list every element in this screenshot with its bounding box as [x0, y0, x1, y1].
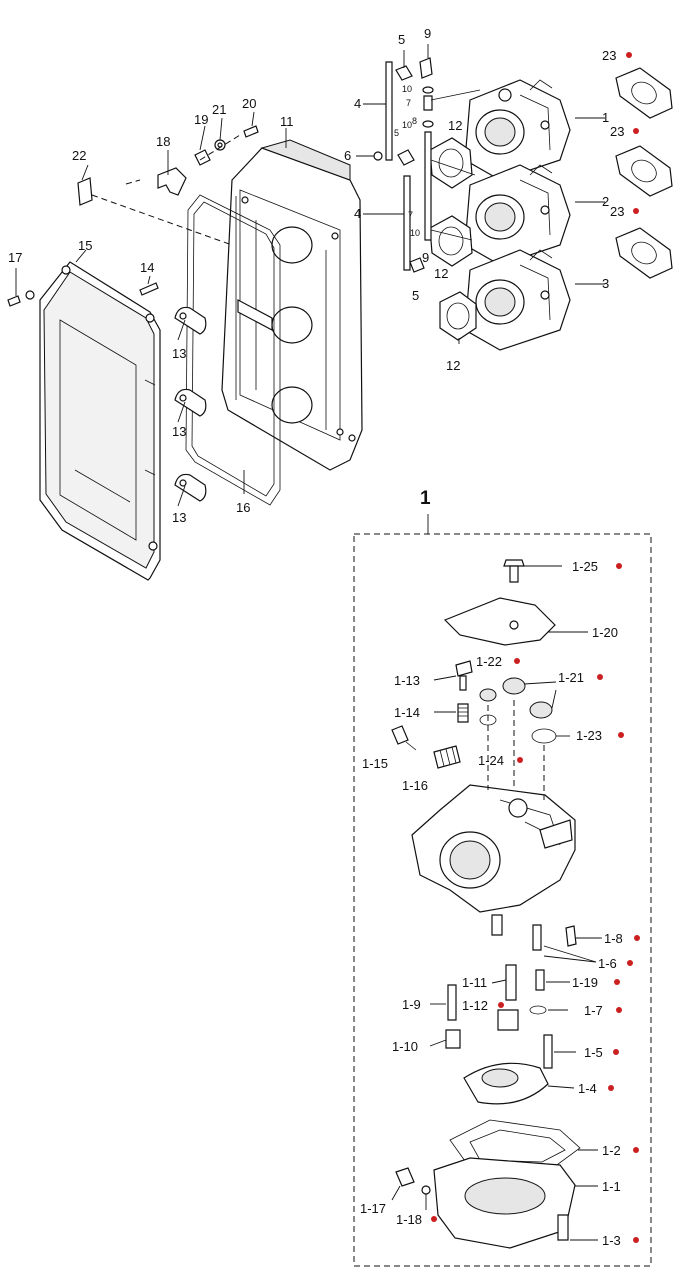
detail-label: 1-15: [362, 756, 388, 771]
upper-callout-labels: 1 2 3 4 4 5 5 5 6 7 7 8 9 9 10 10 10 11 …: [8, 26, 624, 525]
callout-label: 13: [172, 510, 186, 525]
callout-label: 22: [72, 148, 86, 163]
bracket-13-drawings: [174, 306, 207, 502]
callout-label: 2: [602, 194, 609, 209]
detail-label: 1-10: [392, 1039, 418, 1054]
callout-label: 10: [402, 84, 412, 94]
callout-label: 13: [172, 424, 186, 439]
detail-label: 1-16: [402, 778, 428, 793]
callout-label: 23: [610, 204, 624, 219]
detail-label: 1-23: [576, 728, 602, 743]
detail-label: 1-18: [396, 1212, 422, 1227]
detail-panel: [353, 514, 652, 1267]
callout-label: 12: [446, 358, 460, 373]
carburetor-stack-drawing: [464, 79, 571, 351]
callout-label: 7: [408, 210, 413, 220]
detail-label: 1-21: [558, 670, 584, 685]
detail-label: 1-4: [578, 1081, 597, 1096]
callout-label: 11: [280, 114, 294, 129]
callout-label: 19: [194, 112, 208, 127]
callout-label: 7: [406, 98, 411, 108]
detail-label: 1-5: [584, 1045, 603, 1060]
callout-label: 14: [140, 260, 154, 275]
detail-label: 1-24: [478, 753, 504, 768]
callout-label: 5: [412, 288, 419, 303]
detail-label: 1-7: [584, 1003, 603, 1018]
callout-label: 18: [156, 134, 170, 149]
detail-label: 1-17: [360, 1201, 386, 1216]
detail-label: 1-13: [394, 673, 420, 688]
callout-label: 12: [448, 118, 462, 133]
linkage-drawing: [373, 57, 481, 273]
callout-label: 1: [602, 110, 609, 125]
callout-label: 5: [394, 128, 399, 138]
detail-label: 1-3: [602, 1233, 621, 1248]
callout-label: 5: [398, 32, 405, 47]
callout-label: 4: [354, 96, 361, 111]
small-fasteners-drawing: [7, 125, 259, 307]
callout-label: 15: [78, 238, 92, 253]
carb-gasket-12-drawings: [429, 137, 477, 341]
detail-replaceable-markers: [431, 563, 640, 1243]
callout-label: 10: [402, 120, 412, 130]
callout-label: 3: [602, 276, 609, 291]
detail-label: 1-19: [572, 975, 598, 990]
callout-label: 8: [412, 116, 417, 126]
callout-label: 9: [422, 250, 429, 265]
detail-label: 1-11: [462, 975, 487, 990]
detail-callout-labels: 1-25 1-20 1-22 1-21 1-13 1-14 1-23 1-15 …: [360, 559, 623, 1248]
callout-label: 6: [344, 148, 351, 163]
callout-label: 13: [172, 346, 186, 361]
callout-label: 23: [602, 48, 616, 63]
callout-label: 10: [410, 228, 420, 238]
silencer-gasket-drawing: [185, 194, 281, 506]
detail-label: 1-25: [572, 559, 598, 574]
detail-label: 1-12: [462, 998, 488, 1013]
detail-label: 1-14: [394, 705, 420, 720]
callout-label: 17: [8, 250, 22, 265]
upper-replaceable-markers: [626, 52, 639, 214]
callout-label: 12: [434, 266, 448, 281]
callout-label: 4: [354, 206, 361, 221]
front-cover-drawing: [39, 261, 161, 581]
detail-label: 1-20: [592, 625, 618, 640]
gasket-23-drawings: [615, 67, 673, 279]
detail-label: 1-9: [402, 997, 421, 1012]
callout-label: 21: [212, 102, 226, 117]
intake-silencer-drawing: [221, 139, 363, 471]
callout-label: 16: [236, 500, 250, 515]
callout-label: 9: [424, 26, 431, 41]
detail-label: 1-2: [602, 1143, 621, 1158]
upper-leader-lines: [15, 44, 605, 507]
callout-label: 23: [610, 124, 624, 139]
detail-label: 1-8: [604, 931, 623, 946]
detail-label: 1-1: [602, 1179, 621, 1194]
detail-panel-title: 1: [420, 488, 431, 509]
detail-carburetor-drawing: [391, 559, 602, 1249]
callout-label: 20: [242, 96, 256, 111]
detail-label: 1-22: [476, 654, 502, 669]
detail-label: 1-6: [598, 956, 617, 971]
